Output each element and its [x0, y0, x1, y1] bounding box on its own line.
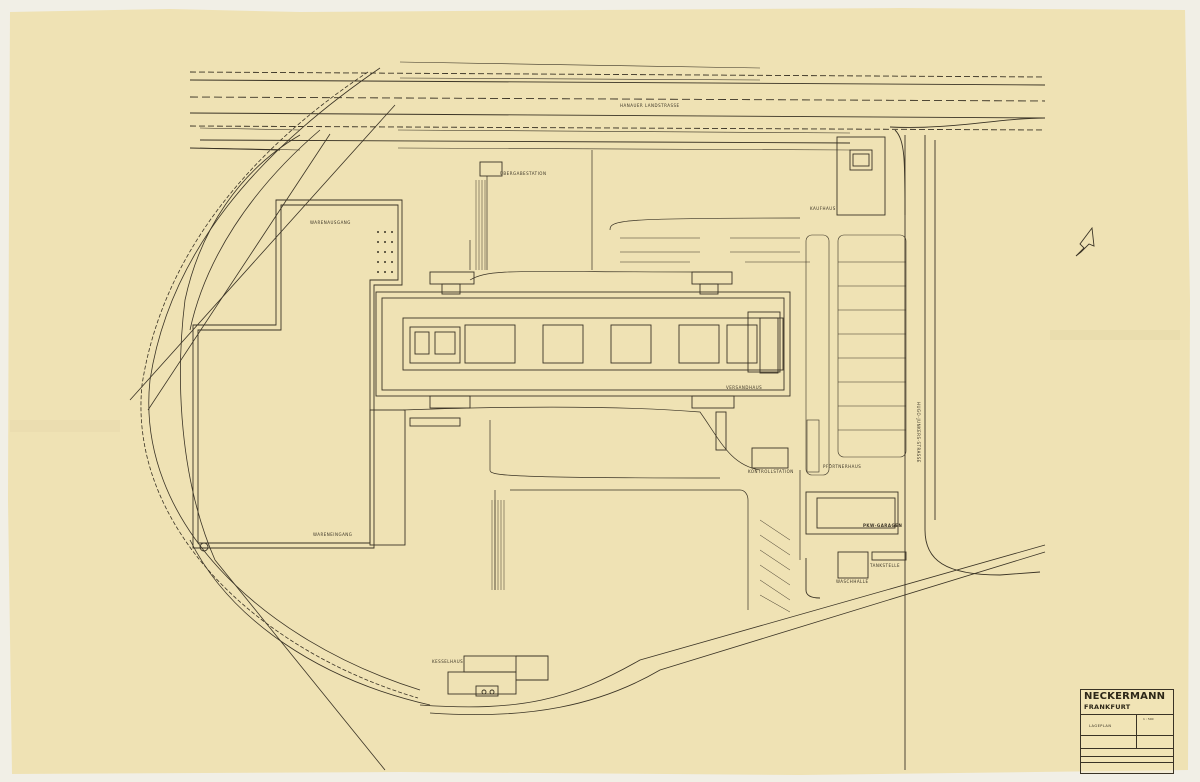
- shop-building: [479, 136, 886, 216]
- title-block-rule: [1081, 714, 1173, 715]
- title-block-name: NECKERMANN: [1084, 691, 1166, 702]
- title-block-rule-2: [1081, 735, 1173, 736]
- title-block-divider: [1136, 714, 1137, 748]
- title-block-sheet-title: LAGEPLAN: [1089, 724, 1112, 728]
- goods-in-label: WARENEINGANG: [313, 532, 353, 537]
- paper-background: [8, 8, 1190, 775]
- title-block-scale: 1 : 500: [1143, 717, 1154, 721]
- title-block: NECKERMANN FRANKFURT 1 : 500 LAGEPLAN: [1080, 689, 1174, 774]
- north-arrow-icon: [1075, 226, 1095, 257]
- goods-out-label: WARENAUSGANG: [310, 220, 351, 225]
- title-block-rule-3: [1081, 748, 1173, 749]
- wash-hall-label: WASCHHALLE: [836, 579, 869, 584]
- warehouse-building: [192, 199, 406, 549]
- parking-area-east: [805, 234, 907, 476]
- railway-curves: [129, 67, 1046, 771]
- garage-block: [751, 447, 907, 599]
- boiler-house: [199, 542, 549, 697]
- gatehouse-label: PFÖRTNERHAUS: [823, 464, 862, 469]
- ramp-hatching: [475, 180, 791, 613]
- boiler-house-label: KESSELHAUS: [432, 659, 464, 664]
- dispatch-label: VERSANDHAUS: [726, 385, 763, 390]
- title-block-rule-5: [1081, 762, 1173, 763]
- site-roads: [402, 150, 801, 610]
- substation-label: ÜBERGABESTATION: [500, 171, 547, 176]
- title-block-city: FRANKFURT: [1084, 703, 1131, 711]
- fuel-station-label: TANKSTELLE: [870, 563, 900, 568]
- street-label: HANAUER LANDSTRASSE: [620, 103, 680, 108]
- side-street-label: HUGO-JUNKERS-STRASSE: [916, 402, 921, 463]
- street-tree-rows: [199, 61, 851, 151]
- dispatch-building: [375, 271, 791, 451]
- east-street: [889, 117, 1046, 770]
- warehouse-column-grid: [377, 231, 393, 273]
- shop-label: KAUFHAUS: [810, 206, 836, 211]
- title-block-rule-4: [1081, 756, 1173, 757]
- control-station-label: KONTROLLSTATION: [748, 469, 794, 474]
- parking-rows-north: [620, 237, 810, 263]
- garage-label: PKW-GARAGEN: [863, 523, 903, 528]
